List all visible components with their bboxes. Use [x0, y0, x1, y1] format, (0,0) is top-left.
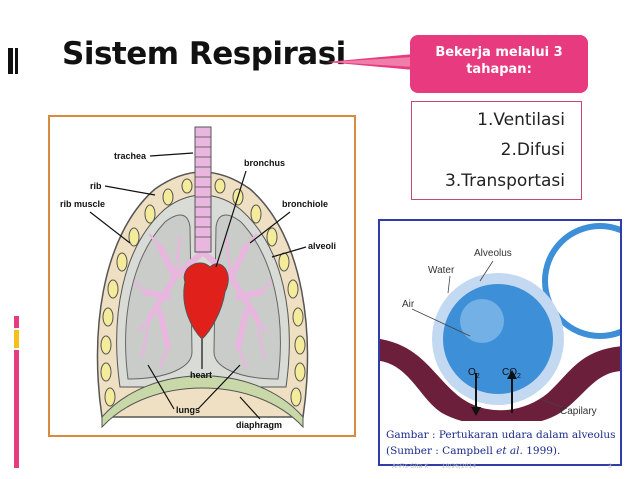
label-alveoli: alveoli [308, 241, 336, 251]
label-trachea: trachea [114, 151, 147, 161]
stage-item: 2.Difusi [500, 140, 565, 160]
slide-title: Sistem Respirasi [62, 36, 346, 72]
footer-date: 10/26/2014 [441, 463, 477, 470]
label-bronchus: bronchus [244, 158, 285, 168]
label-air: Air [402, 299, 415, 310]
left-accent-bar-yellow [14, 330, 19, 348]
stage-item: 3.Transportasi [445, 171, 565, 191]
lung-diagram: trachea bronchus rib rib muscle bronchio… [48, 115, 356, 437]
label-diaphragm: diaphragm [236, 420, 282, 430]
title-marker [8, 48, 13, 74]
heart-shape [183, 262, 229, 340]
caption-source: (Sumber : Campbell [386, 445, 497, 457]
label-heart: heart [190, 370, 212, 380]
label-bronchiole: bronchiole [282, 199, 328, 209]
caption-line-1: Gambar : Pertukaran udara dalam alveolus [386, 429, 616, 441]
label-o2: O2 [468, 367, 480, 380]
alveolus-diagram: Alveolus Water Air O2 CO2 Capilary Gamba… [378, 219, 622, 466]
label-rib: rib [90, 181, 102, 191]
footer: AnFis-Gita K 10/26/2014 [392, 463, 476, 470]
caption-line-2: (Sumber : Campbell et al. 1999). [386, 443, 615, 459]
footer-author: AnFis-Gita K [392, 463, 429, 470]
left-accent-bar-pink-2 [14, 350, 19, 468]
label-alveolus: Alveolus [474, 248, 512, 259]
label-water: Water [428, 265, 455, 276]
callout-line-1: Bekerja melalui 3 [435, 45, 563, 60]
callout-line-2: tahapan: [466, 62, 532, 77]
stages-callout: Bekerja melalui 3 tahapan: [410, 35, 588, 93]
label-lungs: lungs [176, 405, 200, 415]
title-marker-thin [15, 48, 18, 74]
alveolus-caption: Gambar : Pertukaran udara dalam alveolus… [386, 427, 615, 459]
alveolus-illustration: Alveolus Water Air O2 CO2 Capilary [380, 223, 620, 421]
stage-item: 1.Ventilasi [477, 110, 565, 130]
left-accent-bar-pink [14, 316, 19, 328]
label-rib-muscle: rib muscle [60, 199, 105, 209]
stages-list: 1.Ventilasi 2.Difusi 3.Transportasi [411, 101, 582, 200]
label-co2: CO2 [502, 367, 521, 380]
caption-etal: et al. [496, 445, 523, 457]
page-number: 3 [608, 463, 612, 470]
label-capillary: Capilary [560, 406, 597, 417]
lung-illustration: trachea bronchus rib rib muscle bronchio… [60, 126, 336, 430]
caption-year: 1999). [522, 445, 561, 457]
